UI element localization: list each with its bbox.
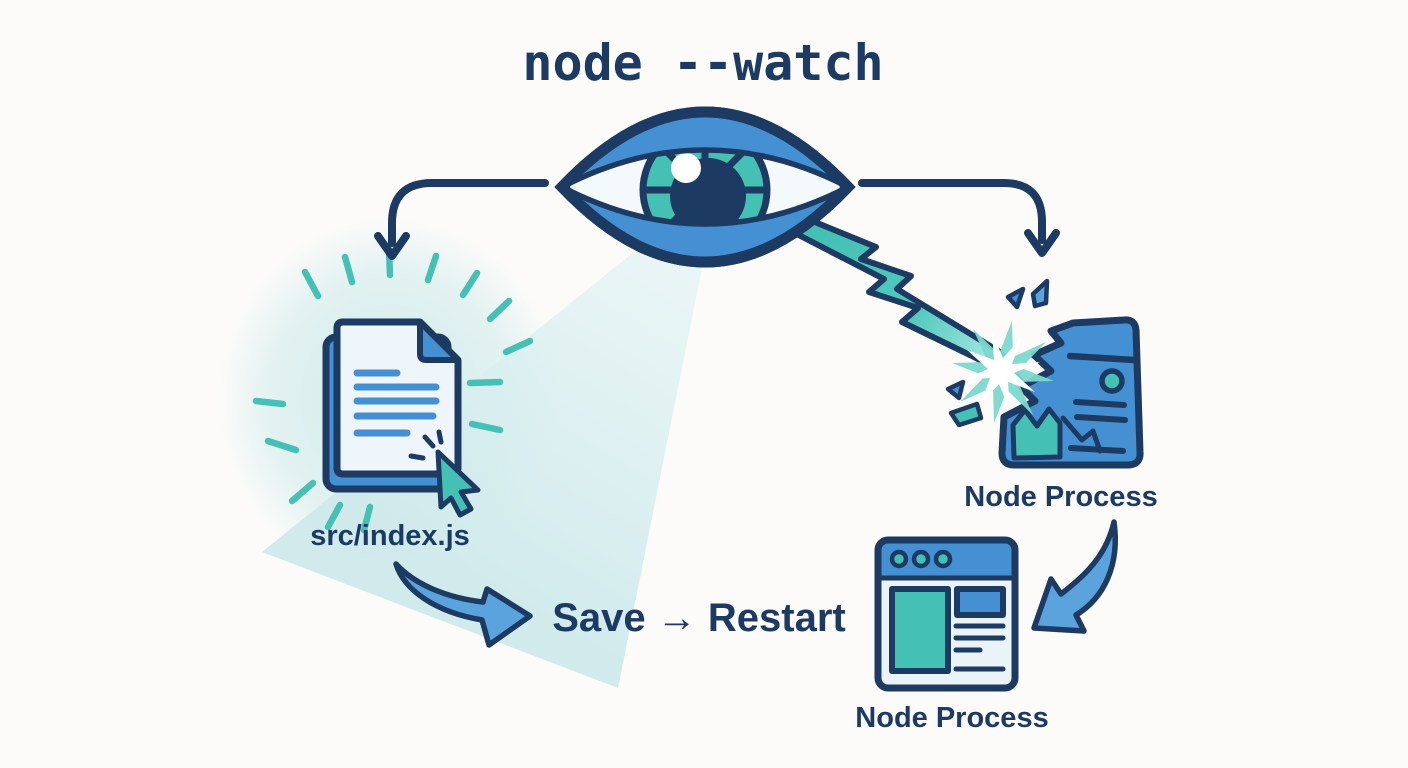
lightning-bolt-icon [775, 204, 1054, 423]
page-title: node --watch [522, 34, 883, 92]
crashed-card-led [1099, 368, 1125, 394]
crashed-window-icon [945, 278, 1144, 469]
browser-side-box [954, 586, 1006, 618]
watched-file-label: src/index.js [310, 520, 470, 552]
browser-main-pane [889, 586, 951, 674]
debris-shards [945, 278, 1050, 428]
save-restart-arrow [393, 561, 533, 648]
save-restart-label: Save → Restart [552, 596, 845, 640]
arrow-eye-to-file [374, 179, 549, 260]
document-fold [417, 319, 461, 363]
document-rays [252, 245, 534, 534]
eye-outline [554, 106, 856, 268]
watch-beam [262, 243, 704, 688]
crashed-card-divider [1066, 352, 1138, 364]
restarted-process-label: Node Process [855, 702, 1048, 734]
crashed-process-label: Node Process [964, 481, 1157, 513]
arrow-eye-to-process [858, 179, 1060, 257]
browser-window-icon [874, 536, 1019, 692]
browser-text-lines [953, 623, 1006, 672]
crack-line [1060, 415, 1103, 454]
crashed-card-screen [1010, 406, 1063, 461]
document-text-lines [353, 369, 440, 437]
cursor-icon [408, 429, 481, 518]
browser-dots [889, 549, 953, 569]
cursor-arrow [435, 449, 481, 518]
eye-highlight [671, 153, 701, 183]
restart-swoosh-arrow [1031, 519, 1118, 634]
impact-burst [952, 321, 1054, 423]
eye-icon [554, 106, 856, 268]
cursor-click-marks [408, 429, 444, 461]
browser-border [874, 536, 1019, 692]
